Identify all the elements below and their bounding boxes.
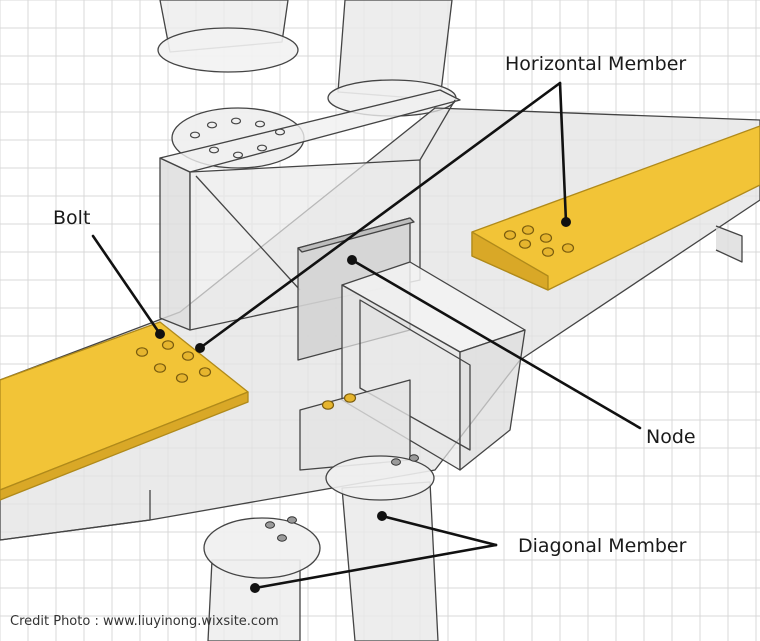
bolt-hole	[189, 131, 201, 139]
node-box-right	[459, 329, 526, 471]
bolt-head	[181, 351, 195, 361]
bolt-head	[561, 243, 575, 253]
bolt-head	[321, 400, 335, 410]
dot-bolt	[155, 329, 165, 339]
right-horizontal-member-edge	[471, 231, 549, 291]
bolt-hole	[274, 128, 286, 136]
label-node: Node	[646, 426, 696, 448]
credit-text: Credit Photo : www.liuyinong.wixsite.com	[10, 614, 279, 629]
bolt-head	[153, 363, 167, 373]
lower-right-tube	[341, 481, 439, 641]
leader-node	[350, 258, 642, 430]
upper-left-tube-flange	[157, 27, 299, 73]
dot-horizontal-member-left	[195, 343, 205, 353]
flange-bolt	[391, 458, 401, 466]
flange-bolt	[277, 534, 287, 542]
label-bolt: Bolt	[53, 207, 91, 229]
left-horizontal-member-edge	[0, 391, 249, 501]
bolt-head	[135, 347, 149, 357]
right-plate-step	[715, 225, 743, 263]
bolt-head	[161, 340, 175, 350]
flange-bolt	[409, 454, 419, 462]
leader-diagonal-member-lower	[253, 543, 498, 590]
bolt-hole	[206, 121, 218, 129]
dot-node	[347, 255, 357, 265]
bolt-group	[135, 225, 575, 410]
dot-horizontal-member-right	[561, 217, 571, 227]
leader-horizontal-member-left	[198, 81, 562, 350]
leader-bolt	[91, 234, 162, 336]
gusset-left	[159, 157, 191, 331]
label-diagonal-member: Diagonal Member	[518, 535, 687, 557]
lower-left-flange	[203, 517, 321, 579]
bolt-head	[198, 367, 212, 377]
leader-lines	[91, 81, 642, 590]
leader-diagonal-member-upper	[380, 514, 498, 547]
bolt-hole	[230, 117, 242, 125]
bolt-head	[503, 230, 517, 240]
bolt-head	[175, 373, 189, 383]
bolt-hole	[208, 146, 220, 154]
flange-bolt	[265, 521, 275, 529]
dot-diagonal-member-lower	[250, 583, 260, 593]
bolt-head	[521, 225, 535, 235]
flange-bolt-holes	[189, 117, 419, 542]
bolt-head	[343, 393, 357, 403]
dot-diagonal-member-upper	[377, 511, 387, 521]
bolt-hole	[232, 151, 244, 159]
bolt-hole	[254, 120, 266, 128]
horizontal-plate-edge	[0, 490, 151, 541]
bolt-head	[541, 247, 555, 257]
leader-dots	[155, 217, 571, 593]
bolt-head	[539, 233, 553, 243]
label-horizontal-member: Horizontal Member	[505, 53, 687, 75]
gusset-top	[159, 89, 461, 173]
bolt-hole	[256, 144, 268, 152]
bolt-head	[518, 239, 532, 249]
lower-right-flange	[325, 455, 435, 501]
flange-bolt	[287, 516, 297, 524]
leader-horizontal-member-right	[558, 81, 568, 224]
